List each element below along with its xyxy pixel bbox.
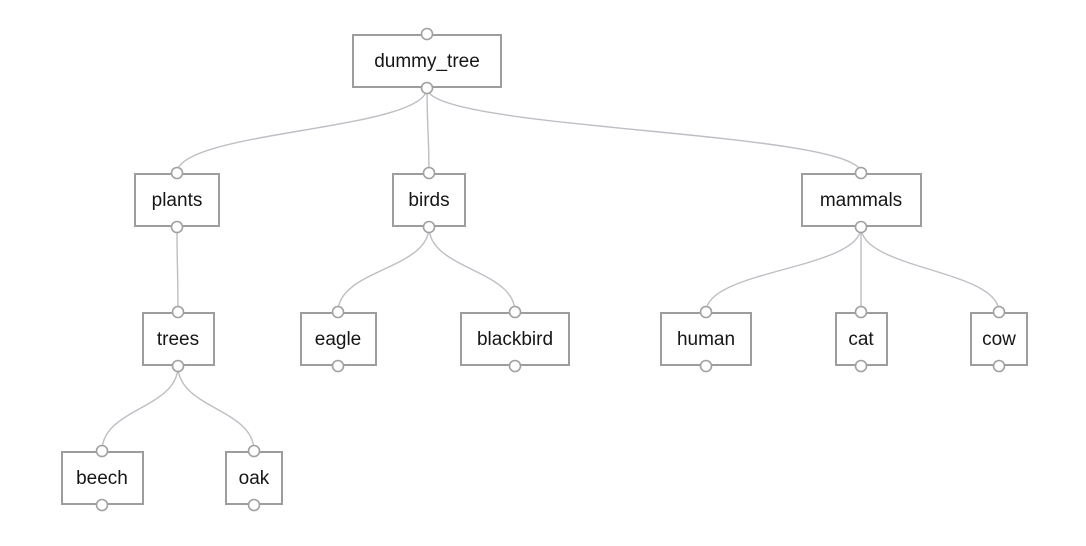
node-birds[interactable]: birds xyxy=(392,173,466,227)
node-label: blackbird xyxy=(476,328,554,350)
node-label: human xyxy=(676,328,736,350)
port-bottom-human[interactable] xyxy=(699,359,713,373)
node-dummy_tree[interactable]: dummy_tree xyxy=(352,34,502,88)
port-bottom-trees[interactable] xyxy=(171,359,185,373)
port-top-cat[interactable] xyxy=(854,305,868,319)
port-bottom-plants[interactable] xyxy=(170,220,184,234)
edge-trees-beech xyxy=(101,365,179,452)
node-label: birds xyxy=(408,189,450,211)
port-bottom-cow[interactable] xyxy=(992,359,1006,373)
port-top-oak[interactable] xyxy=(247,444,261,458)
port-top-human[interactable] xyxy=(699,305,713,319)
edge-mammals-cow xyxy=(860,226,1000,313)
node-cat[interactable]: cat xyxy=(834,312,888,366)
port-bottom-eagle[interactable] xyxy=(331,359,345,373)
edge-dummy_tree-mammals xyxy=(426,87,862,174)
node-label: cat xyxy=(848,328,874,350)
node-oak[interactable]: oak xyxy=(225,451,283,505)
node-mammals[interactable]: mammals xyxy=(800,173,922,227)
port-top-dummy_tree[interactable] xyxy=(420,27,434,41)
port-bottom-birds[interactable] xyxy=(422,220,436,234)
node-label: beech xyxy=(76,467,128,489)
node-label: plants xyxy=(151,189,203,211)
port-bottom-dummy_tree[interactable] xyxy=(420,81,434,95)
node-label: cow xyxy=(982,328,1016,350)
port-bottom-beech[interactable] xyxy=(95,498,109,512)
port-top-cow[interactable] xyxy=(992,305,1006,319)
port-top-plants[interactable] xyxy=(170,166,184,180)
node-cow[interactable]: cow xyxy=(970,312,1028,366)
node-label: mammals xyxy=(819,189,903,211)
node-eagle[interactable]: eagle xyxy=(299,312,377,366)
node-beech[interactable]: beech xyxy=(60,451,144,505)
node-human[interactable]: human xyxy=(660,312,752,366)
edge-plants-trees xyxy=(176,226,179,313)
port-bottom-mammals[interactable] xyxy=(854,220,868,234)
node-trees[interactable]: trees xyxy=(141,312,215,366)
port-top-trees[interactable] xyxy=(171,305,185,319)
edge-mammals-human xyxy=(705,226,862,313)
edge-dummy_tree-birds xyxy=(426,87,430,174)
node-label: oak xyxy=(238,467,270,489)
node-plants[interactable]: plants xyxy=(134,173,220,227)
port-top-eagle[interactable] xyxy=(331,305,345,319)
port-top-beech[interactable] xyxy=(95,444,109,458)
edge-trees-oak xyxy=(177,365,255,452)
edge-birds-blackbird xyxy=(428,226,516,313)
node-label: eagle xyxy=(314,328,362,350)
port-top-birds[interactable] xyxy=(422,166,436,180)
port-top-blackbird[interactable] xyxy=(508,305,522,319)
edge-birds-eagle xyxy=(337,226,430,313)
edge-dummy_tree-plants xyxy=(176,87,428,174)
port-bottom-oak[interactable] xyxy=(247,498,261,512)
node-label: dummy_tree xyxy=(374,50,480,72)
node-blackbird[interactable]: blackbird xyxy=(460,312,570,366)
port-bottom-blackbird[interactable] xyxy=(508,359,522,373)
port-bottom-cat[interactable] xyxy=(854,359,868,373)
node-label: trees xyxy=(156,328,200,350)
port-top-mammals[interactable] xyxy=(854,166,868,180)
